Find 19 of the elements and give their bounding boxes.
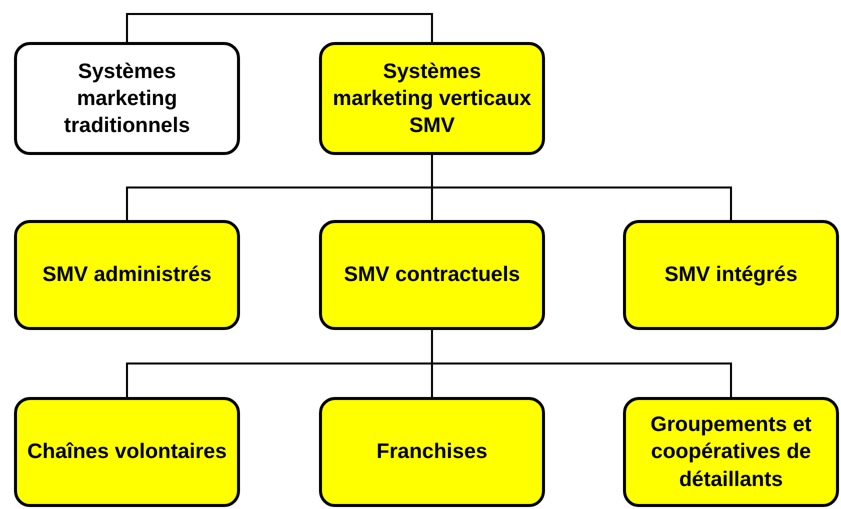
box-label: Chaînes volontaires <box>27 439 227 466</box>
box-label: Franchises <box>376 439 488 466</box>
box-label: SMV intégrés <box>664 262 798 288</box>
connector-line <box>126 13 433 42</box>
process-box <box>623 220 839 330</box>
process-box <box>14 220 240 330</box>
process-box <box>319 220 545 330</box>
process-box <box>623 397 839 507</box>
box-label: Groupements et coopératives de détaillants <box>649 412 813 493</box>
process-box <box>319 397 545 507</box>
process-box <box>14 397 240 507</box>
box-label: Systèmes marketing traditionnels <box>62 58 191 140</box>
connector-line <box>431 155 732 220</box>
connector-line <box>431 330 732 397</box>
process-box <box>319 42 545 155</box>
process-box <box>14 42 240 155</box>
box-label: Systèmes marketing verticaux SMV <box>332 58 532 140</box>
box-label: SMV contractuels <box>344 262 520 288</box>
box-label: SMV administrés <box>42 262 212 288</box>
